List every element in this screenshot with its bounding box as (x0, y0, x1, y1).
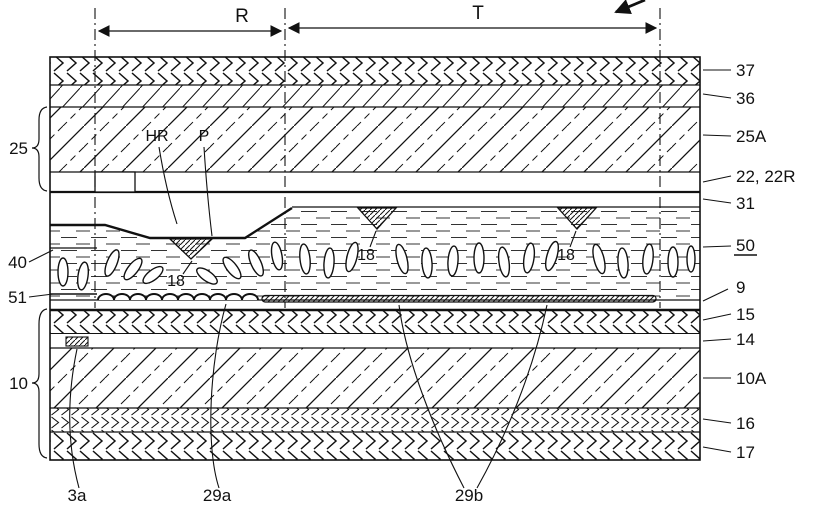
region-label-R: R (235, 6, 249, 27)
leader-25A (702, 134, 732, 137)
left-labels: 25 40 51 10 (8, 106, 54, 459)
protrusion-18-transmissive-2 (556, 207, 598, 230)
leader-HR (158, 146, 178, 225)
layer-36-substrate (50, 85, 700, 107)
leader-22-22R (702, 175, 732, 183)
leader-50 (702, 245, 732, 248)
label-18-reflective: 18 (167, 273, 185, 290)
reflective-step-contour (50, 206, 293, 240)
element-3a (65, 336, 89, 347)
label-18-transmissive-1: 18 (357, 247, 375, 264)
leader-P (203, 146, 213, 237)
region-label-T: T (472, 3, 484, 24)
leader-18-reflective (182, 260, 193, 275)
label-50: 50 (736, 236, 755, 255)
label-18-transmissive-2: 18 (557, 247, 575, 264)
label-25A: 25A (736, 127, 767, 146)
label-31: 31 (736, 194, 755, 213)
layer-stack (49, 56, 701, 461)
label-10A: 10A (736, 369, 767, 388)
leader-3a (69, 348, 80, 489)
label-3a: 3a (68, 486, 87, 505)
protrusions-18 (168, 207, 598, 260)
label-37: 37 (736, 61, 755, 80)
label-29a: 29a (203, 486, 232, 505)
leader-36 (702, 93, 732, 99)
region-annotations (94, 8, 661, 308)
label-9: 9 (736, 278, 745, 297)
electrode-notch-22R (94, 171, 136, 193)
leader-14 (702, 338, 732, 342)
brace-25 (31, 106, 48, 192)
leader-15 (702, 313, 732, 321)
leader-9 (702, 288, 729, 302)
transparent-electrode-29b (261, 294, 657, 303)
layer-25A (50, 107, 700, 172)
figure-pointer-arrow (614, 0, 646, 15)
leader-40 (28, 249, 54, 263)
label-22-22R: 22, 22R (736, 167, 796, 186)
label-40: 40 (8, 253, 27, 272)
label-29b: 29b (455, 486, 483, 505)
label-36: 36 (736, 89, 755, 108)
leader-29b-right (476, 304, 548, 489)
layer-17-polarizer (50, 432, 700, 460)
right-leaders (702, 69, 732, 453)
reflective-electrode-29a (97, 293, 259, 301)
label-14: 14 (736, 330, 755, 349)
leader-18-transmissive-1 (369, 230, 377, 248)
label-25: 25 (9, 139, 28, 158)
leader-17 (702, 446, 732, 453)
layer-15 (50, 310, 700, 334)
protrusion-18-transmissive-1 (356, 207, 398, 230)
label-15: 15 (736, 305, 755, 324)
label-17: 17 (736, 443, 755, 462)
brace-10 (31, 308, 48, 459)
label-16: 16 (736, 414, 755, 433)
label-HR: HR (145, 128, 168, 145)
stack-outline (49, 56, 701, 461)
layer-14 (50, 334, 700, 348)
layer-9 (50, 300, 700, 310)
leader-16 (702, 418, 732, 424)
label-10: 10 (9, 374, 28, 393)
layer-10A-substrate (50, 348, 700, 408)
label-P: P (199, 128, 210, 145)
bottom-labels: 3a 29a 29b (68, 303, 548, 505)
right-labels: 37 36 25A 22, 22R 31 50 9 15 14 10A 16 1… (734, 61, 796, 462)
layer-22-22R-electrode (50, 172, 700, 192)
leader-29b-left (398, 304, 465, 489)
interior-labels: HR P 18 18 18 (145, 128, 577, 290)
protrusion-18-reflective (168, 238, 214, 260)
layer-16 (50, 408, 700, 432)
leader-29a (210, 303, 227, 489)
lc-molecules (57, 240, 696, 291)
leader-31 (702, 198, 732, 204)
layer-37-polarizer (50, 57, 700, 85)
label-51: 51 (8, 288, 27, 307)
leader-51 (28, 293, 54, 298)
leader-18-transmissive-2 (569, 230, 577, 248)
